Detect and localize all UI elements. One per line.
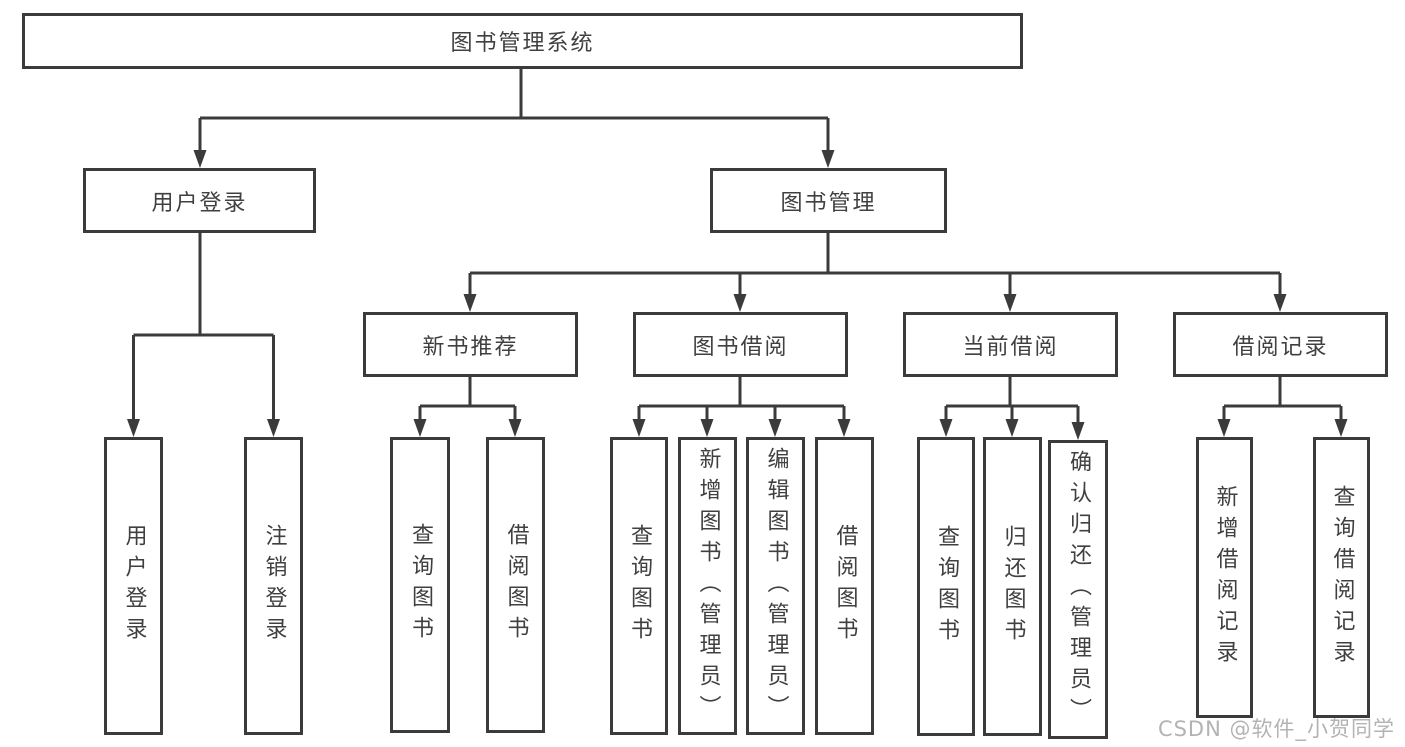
node-label: 编辑图书（管理员）	[763, 446, 789, 726]
node-label: 新增借阅记录	[1212, 484, 1238, 671]
node-book-management-system: 图书管理系统	[22, 13, 1023, 69]
node-label: 查询图书	[934, 524, 959, 649]
node-label: 借阅记录	[1232, 334, 1329, 360]
node-leaf-add-borrow-record: 新增借阅记录	[1196, 437, 1253, 718]
node-leaf-return-books: 归还图书	[983, 437, 1042, 736]
node-new-book-recommendation: 新书推荐	[363, 312, 578, 377]
node-current-borrowing: 当前借阅	[903, 312, 1118, 377]
node-leaf-add-book-admin: 新增图书（管理员）	[678, 437, 737, 735]
node-label: 注销登录	[261, 524, 287, 648]
node-label: 借阅图书	[503, 523, 529, 647]
node-leaf-query-books-current: 查询图书	[917, 437, 975, 736]
node-label: 当前借阅	[962, 334, 1059, 360]
node-leaf-query-books-borrow: 查询图书	[610, 437, 668, 735]
node-label: 查询图书	[408, 523, 433, 647]
node-label: 图书借阅	[692, 334, 789, 360]
node-leaf-borrow-books-recommend: 借阅图书	[486, 437, 545, 733]
node-leaf-confirm-return-admin: 确认归还（管理员）	[1048, 440, 1108, 739]
node-book-management: 图书管理	[710, 168, 947, 233]
node-borrowing-records: 借阅记录	[1173, 312, 1388, 377]
node-label: 图书管理	[780, 190, 877, 216]
node-user-login: 用户登录	[83, 168, 316, 233]
node-leaf-user-login: 用户登录	[104, 437, 163, 735]
node-leaf-query-books-recommend: 查询图书	[390, 437, 450, 733]
node-label: 用户登录	[121, 524, 147, 648]
node-label: 图书管理系统	[450, 31, 595, 56]
node-leaf-borrow-books: 借阅图书	[815, 437, 874, 735]
node-label: 查询图书	[627, 524, 652, 648]
node-book-borrowing: 图书借阅	[633, 312, 848, 377]
node-label: 新书推荐	[422, 334, 519, 360]
node-leaf-edit-book-admin: 编辑图书（管理员）	[746, 437, 805, 735]
node-leaf-logout: 注销登录	[244, 437, 303, 735]
node-leaf-query-borrow-record: 查询借阅记录	[1313, 437, 1370, 718]
node-label: 新增图书（管理员）	[695, 446, 721, 726]
node-label: 借阅图书	[832, 524, 858, 648]
node-label: 确认归还（管理员）	[1066, 450, 1091, 729]
node-label: 用户登录	[151, 190, 248, 216]
node-label: 查询借阅记录	[1329, 484, 1355, 671]
node-label: 归还图书	[1000, 524, 1026, 649]
